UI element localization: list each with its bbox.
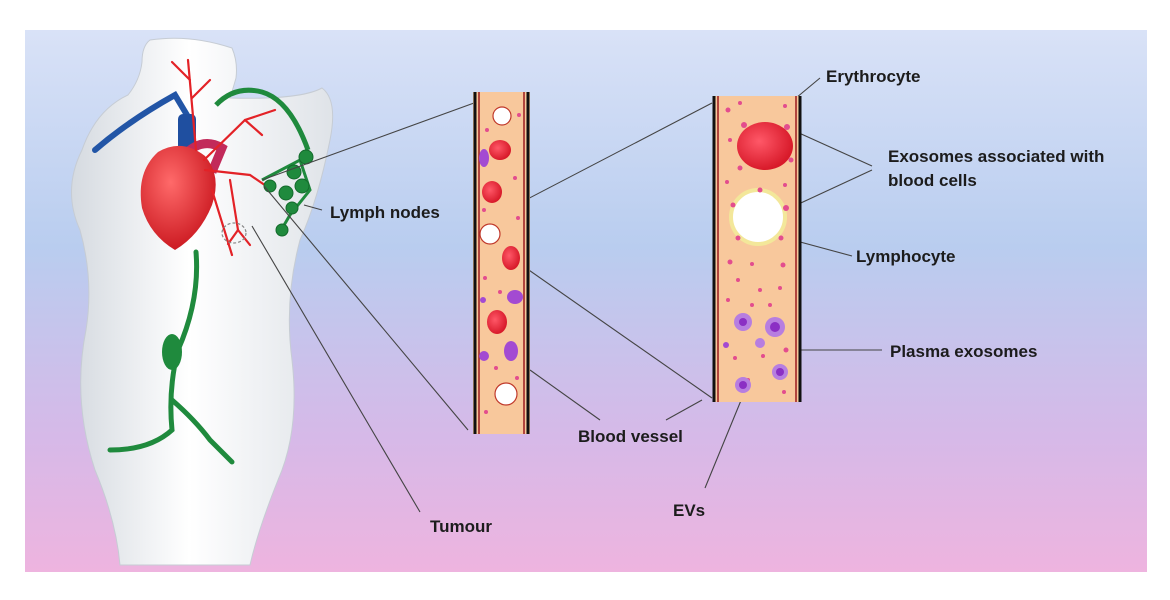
label-exosomes-line2: blood cells xyxy=(888,171,977,190)
torso-figure xyxy=(71,37,334,566)
lymph-node xyxy=(278,185,294,201)
heart xyxy=(140,145,216,250)
torso-body xyxy=(71,37,334,566)
label-blood-vessel: Blood vessel xyxy=(578,427,683,446)
label-lymph-nodes: Lymph nodes xyxy=(330,203,440,222)
label-exosomes-line1: Exosomes associated with xyxy=(888,147,1105,166)
lymph-node xyxy=(294,178,310,194)
blood-vessel-1 xyxy=(473,92,530,434)
vessel-1-cells xyxy=(479,106,523,414)
lymph-branch-right xyxy=(169,397,235,465)
erythrocyte-cell xyxy=(737,122,793,170)
lymph-node xyxy=(285,201,299,215)
lymph-node xyxy=(275,223,289,237)
vein-vessel xyxy=(92,90,193,153)
ev-particles xyxy=(723,313,788,393)
plasma-exosomes-dots xyxy=(725,101,789,394)
label-evs: EVs xyxy=(673,501,706,520)
exosomes-on-cells xyxy=(730,122,794,241)
label-erythrocyte: Erythrocyte xyxy=(826,67,921,86)
lymph-upper xyxy=(214,87,311,151)
blood-vessel-2 xyxy=(712,96,802,402)
cisterna-node xyxy=(162,334,182,370)
label-lymphocyte: Lymphocyte xyxy=(856,247,956,266)
tumour-outline xyxy=(221,222,247,244)
label-tumour: Tumour xyxy=(430,517,493,536)
label-plasma-exosomes: Plasma exosomes xyxy=(890,342,1038,361)
lymph-trunk xyxy=(107,249,200,453)
lymph-node xyxy=(263,179,277,193)
artery-network xyxy=(170,58,277,257)
lymph-node xyxy=(286,164,302,180)
